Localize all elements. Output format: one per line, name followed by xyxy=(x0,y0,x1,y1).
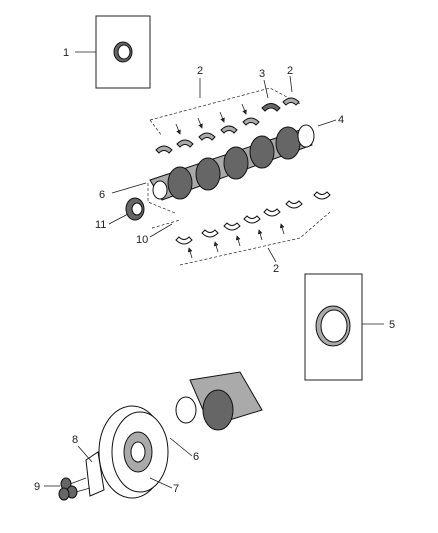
rear-seal-bore xyxy=(117,44,131,60)
upper-shell-2 xyxy=(176,139,194,148)
callout-8: 8 xyxy=(72,434,78,446)
leader-7 xyxy=(149,477,173,489)
upper-shell-thrust xyxy=(261,103,281,112)
leader-2b xyxy=(289,75,293,93)
upper-bearing-shells xyxy=(149,87,301,154)
lower-shell-2 xyxy=(201,229,219,238)
lower-bearing-shells xyxy=(175,191,331,266)
lower-shell-4 xyxy=(243,215,261,224)
leader-11 xyxy=(108,213,129,225)
damper-washer xyxy=(85,451,105,497)
upper-shell-3 xyxy=(198,132,216,141)
rear-seal-inset: 1 xyxy=(63,15,151,89)
inset-box-5 xyxy=(304,273,363,381)
lower-shell-1 xyxy=(175,236,193,245)
crank-nose xyxy=(175,371,263,431)
damper-bolts xyxy=(58,477,91,501)
vibration-damper xyxy=(98,405,169,499)
callout-6-top: 6 xyxy=(99,189,105,201)
callout-6-bottom: 6 xyxy=(193,451,199,463)
callout-4: 4 xyxy=(338,114,344,126)
callout-3: 3 xyxy=(259,68,265,80)
crank-gear xyxy=(125,197,145,221)
crankshaft-upper xyxy=(149,124,315,201)
leader-3 xyxy=(263,79,269,99)
callout-7: 7 xyxy=(173,483,179,495)
leader-6-bottom xyxy=(169,437,193,457)
lower-shell-6 xyxy=(285,200,303,209)
callout-2-top-b: 2 xyxy=(287,65,293,77)
leader-10 xyxy=(149,223,173,238)
lower-shell-3 xyxy=(223,222,241,231)
callout-9: 9 xyxy=(34,481,40,493)
callout-10: 10 xyxy=(136,234,148,246)
lower-shell-7 xyxy=(313,191,331,200)
upper-shell-5 xyxy=(242,117,260,126)
callout-2-top-a: 2 xyxy=(197,65,203,77)
callout-2-bottom: 2 xyxy=(273,263,279,275)
callout-1: 1 xyxy=(63,47,69,59)
lower-shell-5 xyxy=(263,208,281,217)
callout-5: 5 xyxy=(389,319,395,331)
upper-shell-1 xyxy=(155,145,173,154)
leader-8 xyxy=(77,445,93,463)
upper-shell-4 xyxy=(220,125,238,134)
leader-6-top xyxy=(111,182,147,194)
upper-shell-top xyxy=(282,97,300,106)
leader-4 xyxy=(317,119,337,127)
front-seal-inset: 5 xyxy=(304,273,395,381)
leader-2-bottom xyxy=(267,247,277,263)
callout-11: 11 xyxy=(95,219,106,231)
front-seal-bore xyxy=(320,309,348,343)
